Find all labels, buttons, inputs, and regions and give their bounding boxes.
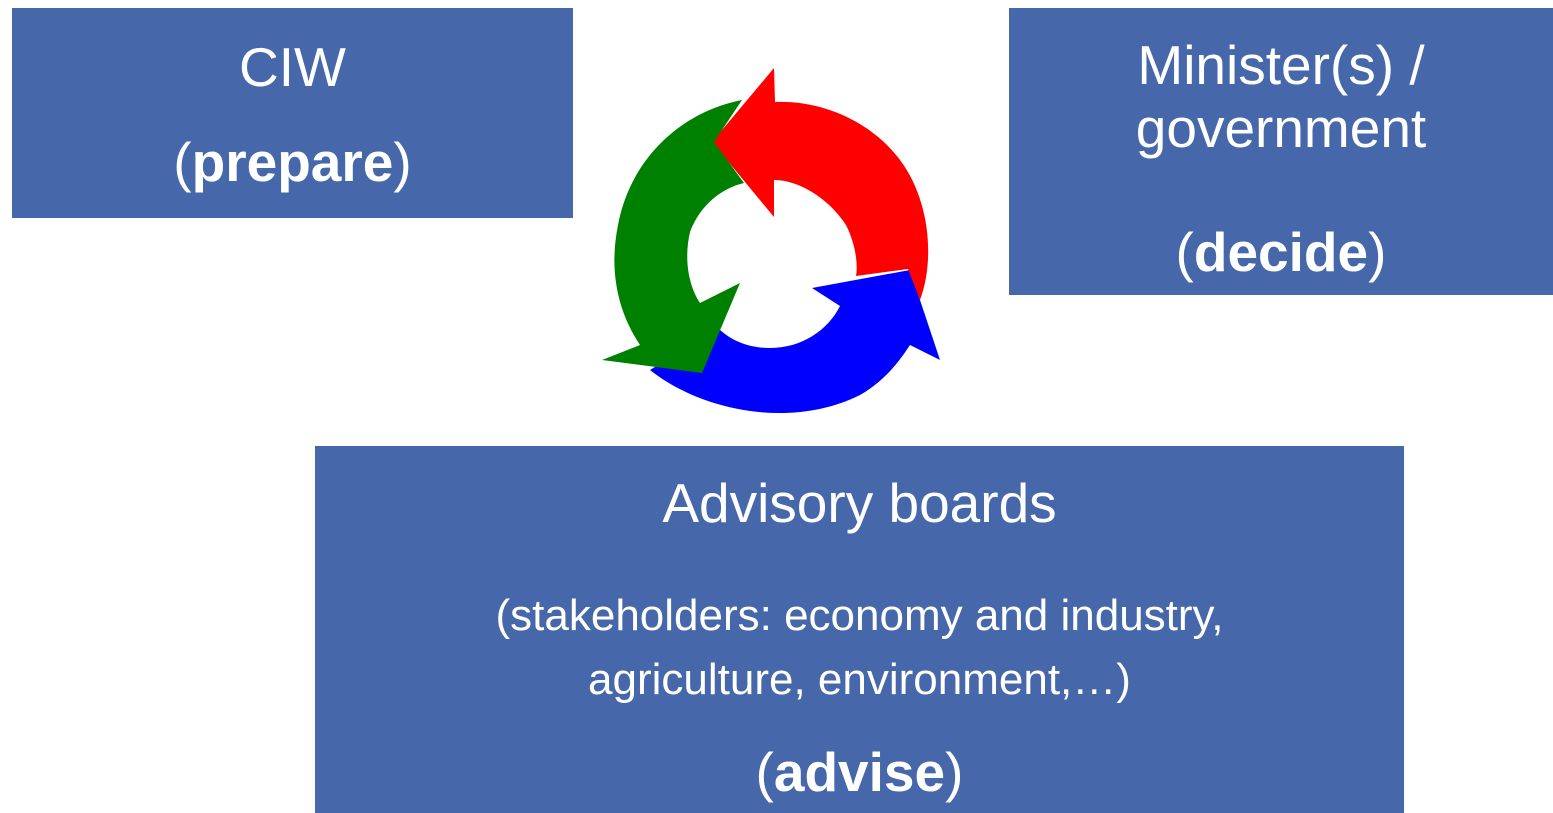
ciw-box: CIW (prepare) [12,8,573,218]
minister-role: (decide) [1009,220,1553,284]
minister-role-label: decide [1193,221,1369,283]
green-arrow [602,100,744,373]
minister-role-close: ) [1368,221,1387,283]
advisory-role-open: ( [755,741,774,803]
advisory-role: (advise) [315,740,1404,804]
blue-arrow [650,270,940,414]
advisory-role-label: advise [773,741,946,803]
minister-title: Minister(s) / government [1009,34,1553,161]
minister-box: Minister(s) / government (decide) [1009,8,1553,295]
advisory-subtitle-line1: (stakeholders: economy and industry, [495,591,1224,640]
cycle-arrows-icon [602,68,940,414]
advisory-subtitle: (stakeholders: economy and industry, agr… [315,584,1404,712]
advisory-box: Advisory boards (stakeholders: economy a… [315,446,1404,813]
minister-role-open: ( [1175,221,1194,283]
ciw-role-label: prepare [191,131,394,193]
ciw-role-open: ( [173,131,192,193]
minister-title-line2: government [1135,97,1427,160]
ciw-title: CIW [239,36,346,98]
advisory-title: Advisory boards [662,472,1057,534]
ciw-role-close: ) [393,131,412,193]
minister-title-line1: Minister(s) / [1137,34,1425,96]
advisory-role-close: ) [945,741,964,803]
advisory-subtitle-line2: agriculture, environment,…) [588,654,1131,704]
ciw-role: (prepare) [12,130,573,194]
red-arrow [712,68,929,300]
